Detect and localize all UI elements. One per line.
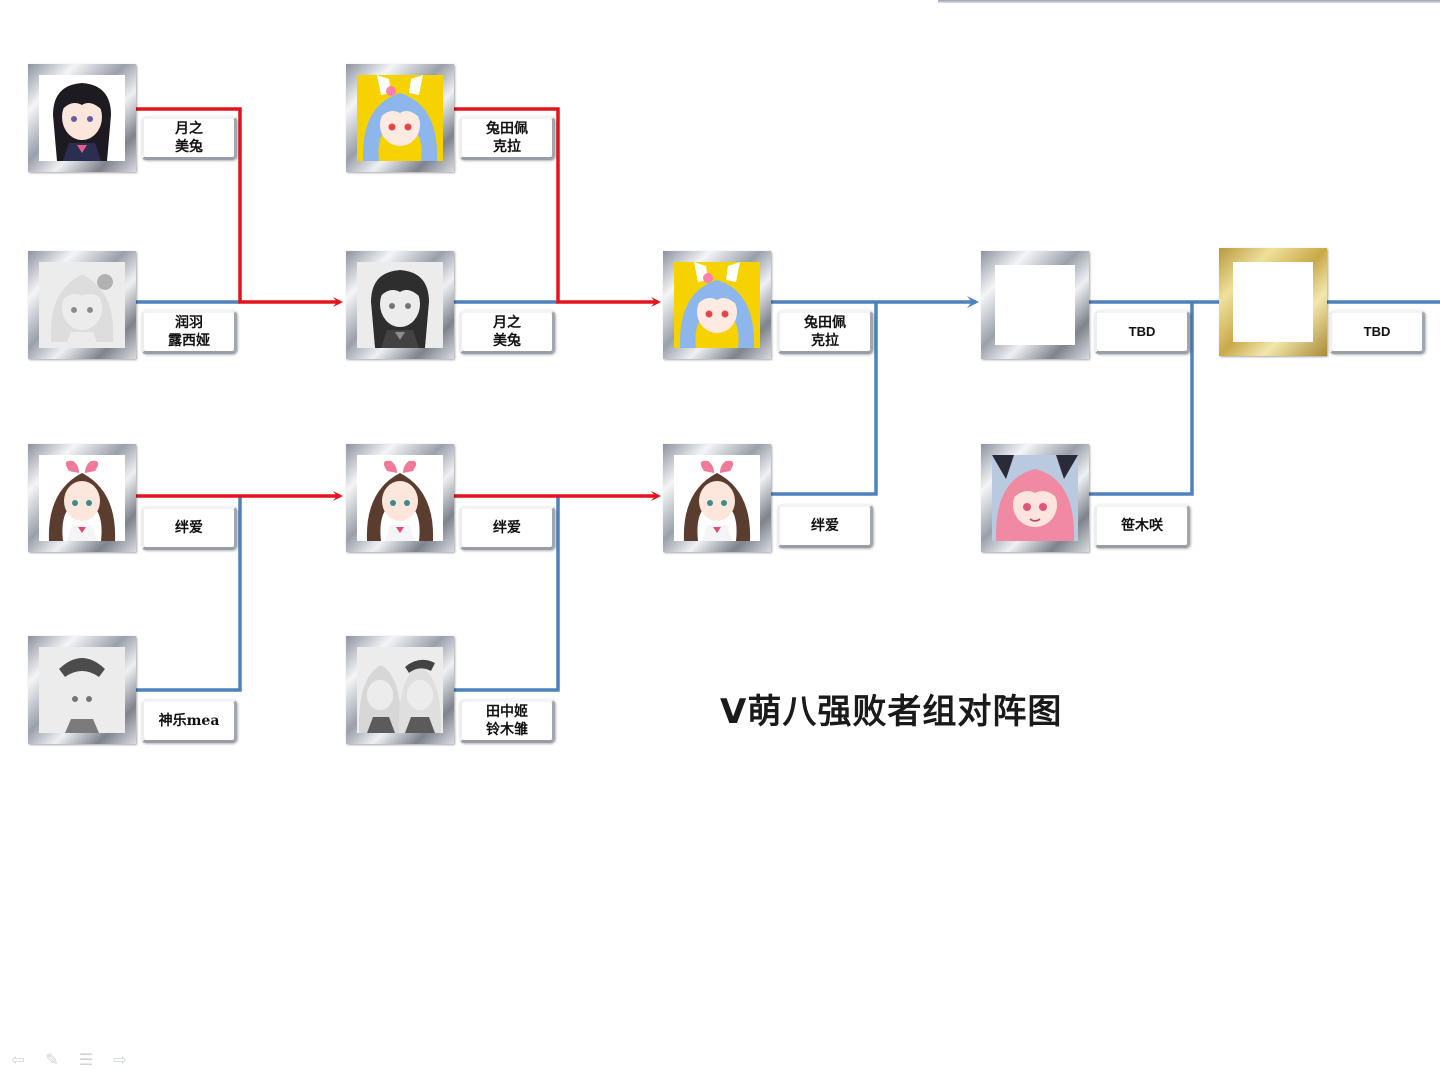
avatar-blue-bunny xyxy=(357,75,443,161)
name-tag-r3-1: 兔田佩 克拉 xyxy=(777,310,873,354)
contestant-name: 绊爱 xyxy=(175,520,203,536)
contestant-name: 神乐mea xyxy=(158,713,220,729)
portrait-r1-3 xyxy=(28,444,136,552)
menu-icon[interactable]: ☰ xyxy=(78,1050,94,1069)
name-tag-r2-4: 田中姬 铃木雏 xyxy=(459,699,555,743)
portrait-r1-4 xyxy=(28,636,136,744)
name-tag-r1-1: 月之 美兔 xyxy=(141,116,237,160)
avatar-blonde-hat xyxy=(39,647,125,733)
line-r1-4 xyxy=(136,496,242,692)
avatar-black-hair xyxy=(357,262,443,348)
contestant-name: TBD xyxy=(1128,324,1156,339)
name-tag-r1-3: 绊爱 xyxy=(141,506,237,550)
line-r2-4 xyxy=(454,496,560,692)
name-tag-r2-1: 兔田佩 克拉 xyxy=(459,116,555,160)
portrait-r4-2 xyxy=(981,444,1089,552)
portrait-r1-1 xyxy=(28,64,136,172)
avatar-duo xyxy=(357,647,443,733)
portrait-r2-2 xyxy=(346,251,454,359)
top-edge-bar xyxy=(938,0,1440,3)
portrait-r3-2 xyxy=(663,444,771,552)
page-title: V萌八强败者组对阵图 xyxy=(720,692,1063,732)
name-tag-r2-3: 绊爱 xyxy=(459,506,555,550)
name-tag-final: TBD xyxy=(1329,310,1425,354)
arrow-left-icon[interactable]: ⇦ xyxy=(11,1050,25,1069)
portrait-r3-1 xyxy=(663,251,771,359)
name-tag-r4-1: TBD xyxy=(1094,310,1190,354)
contestant-name: 绊爱 xyxy=(493,520,521,536)
avatar-pink-bow xyxy=(39,455,125,541)
line-r3-2 xyxy=(771,302,878,496)
name-tag-r2-2: 月之 美兔 xyxy=(459,310,555,354)
line-r1-1-winner xyxy=(136,107,343,307)
portrait-r2-4 xyxy=(346,636,454,744)
slideshow-nav: ⇦ ✎ ☰ ⇨ xyxy=(8,1050,130,1069)
empty-slot xyxy=(995,265,1075,345)
contestant-name: TBD xyxy=(1363,324,1391,339)
name-tag-r3-2: 绊爱 xyxy=(777,504,873,548)
pen-icon[interactable]: ✎ xyxy=(45,1050,59,1069)
avatar-blue-bunny xyxy=(674,262,760,348)
name-tag-r4-2: 笹木咲 xyxy=(1094,504,1190,548)
avatar-light-hair xyxy=(39,262,125,348)
contestant-name: 田中姬 铃木雏 xyxy=(486,704,528,738)
contestant-name: 润羽 露西娅 xyxy=(168,315,210,349)
portrait-r2-1 xyxy=(346,64,454,172)
avatar-pink-hair xyxy=(992,455,1078,541)
line-r2-1-winner xyxy=(454,107,661,307)
contestant-name: 月之 美兔 xyxy=(175,121,203,155)
portrait-r2-3 xyxy=(346,444,454,552)
avatar-pink-bow xyxy=(357,455,443,541)
line-r4-2 xyxy=(1089,302,1194,496)
contestant-name: 绊爱 xyxy=(811,518,839,534)
empty-slot xyxy=(1233,262,1313,342)
name-tag-r1-2: 润羽 露西娅 xyxy=(141,310,237,354)
avatar-black-hair xyxy=(39,75,125,161)
portrait-r1-2 xyxy=(28,251,136,359)
portrait-r4-1-empty xyxy=(981,251,1089,359)
name-tag-r1-4: 神乐mea xyxy=(141,699,237,743)
contestant-name: 月之 美兔 xyxy=(493,315,521,349)
contestant-name: 兔田佩 克拉 xyxy=(804,315,846,349)
portrait-final-empty xyxy=(1219,248,1327,356)
arrow-right-icon[interactable]: ⇨ xyxy=(113,1050,127,1069)
avatar-pink-bow xyxy=(674,455,760,541)
contestant-name: 笹木咲 xyxy=(1121,518,1163,534)
contestant-name: 兔田佩 克拉 xyxy=(486,121,528,155)
